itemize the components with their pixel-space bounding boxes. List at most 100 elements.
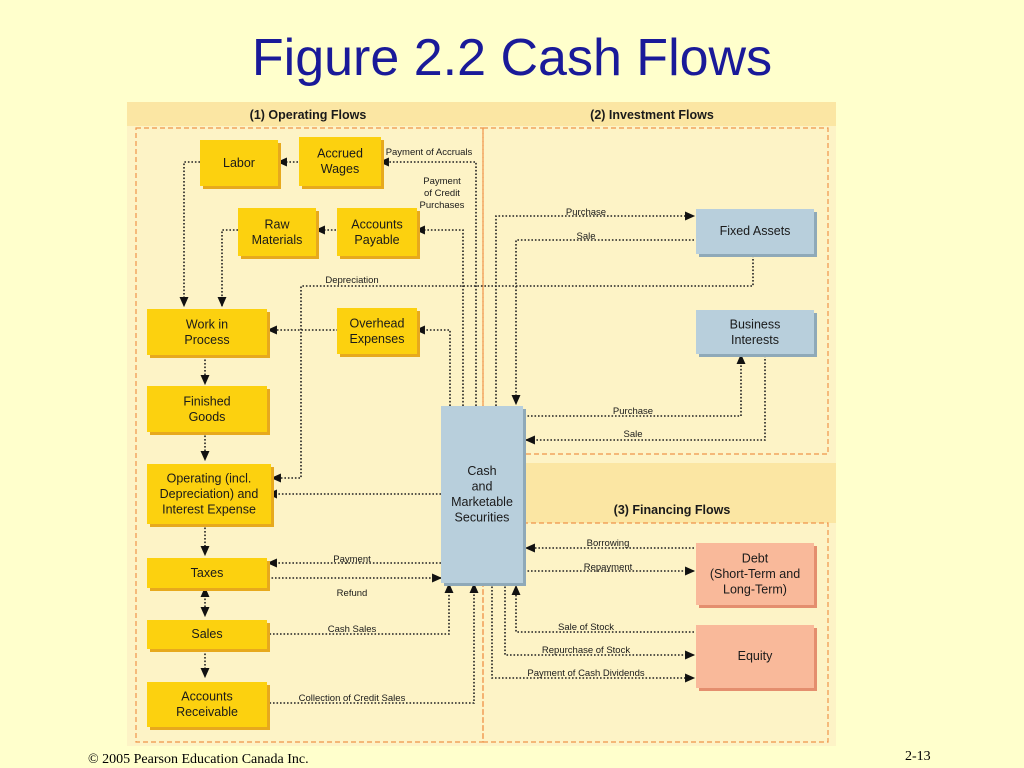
slide-title: Figure 2.2 Cash Flows <box>251 29 773 87</box>
cash-box <box>441 406 523 583</box>
arrow-dividends <box>491 583 696 683</box>
receivable-box-text-line: Accounts <box>181 689 232 703</box>
section-investment-title: (2) Investment Flows <box>590 108 714 122</box>
label-repurchase-line: Repurchase of Stock <box>542 645 630 656</box>
arrow-credit-sales <box>266 582 479 704</box>
section-operating-title: (1) Operating Flows <box>250 108 367 122</box>
label-fa-purchase: Purchase <box>566 207 606 218</box>
label-payment-credit-line: Payment <box>423 176 461 187</box>
fixed-box-text-line: Fixed Assets <box>720 224 791 238</box>
work-in-process-box <box>147 309 267 355</box>
debt-box-text-line: Long-Term) <box>723 583 787 597</box>
raw-materials-box <box>238 208 316 256</box>
equity-box-text: Equity <box>738 649 773 663</box>
wip-box-text: Work in Process <box>184 317 229 347</box>
arrow-business-sale <box>524 352 766 445</box>
operating-box-text-line: Operating (incl. <box>167 472 252 486</box>
arrow-labor-wip <box>179 161 200 308</box>
financing-frame <box>482 522 829 743</box>
accrued-box-text-line: Accrued <box>317 146 363 160</box>
payable-box-text-line: Payable <box>354 233 399 247</box>
label-depreciation-line: Depreciation <box>325 275 378 286</box>
sales-box <box>147 620 267 649</box>
arrow-fixed-purchase <box>495 211 696 406</box>
cash-box-text-line: Marketable <box>451 495 513 509</box>
copyright-footer: © 2005 Pearson Education Canada Inc. <box>88 752 309 767</box>
business-interests-box <box>696 310 814 354</box>
receivable-box-text-line: Receivable <box>176 705 238 719</box>
finished-box-text-line: Finished <box>183 394 230 408</box>
label-sale-stock: Sale of Stock <box>558 622 614 633</box>
arrow-fixed-sale <box>511 239 694 406</box>
arrow-cash-sales <box>266 582 454 635</box>
arrow-payment-credit <box>414 225 464 406</box>
labor-box <box>200 140 278 186</box>
operating-box-text-line: Interest Expense <box>162 503 256 517</box>
section-financing-title: (3) Financing Flows <box>614 503 731 517</box>
label-cash-sales-line: Cash Sales <box>328 624 377 635</box>
overhead-box-text-line: Overhead <box>350 316 405 330</box>
label-repurchase: Repurchase of Stock <box>542 645 630 656</box>
label-credit-sales-line: Collection of Credit Sales <box>299 693 406 704</box>
finished-goods-box <box>147 386 267 432</box>
business-box-text-line: Interests <box>731 333 779 347</box>
arrow-business-purchase <box>524 353 746 417</box>
label-sale-stock-line: Sale of Stock <box>558 622 614 633</box>
labor-box-text-line: Labor <box>223 156 255 170</box>
taxes-box-text: Taxes <box>191 566 224 580</box>
equity-box <box>696 625 814 688</box>
label-repayment: Repayment <box>584 562 633 573</box>
label-dividends-line: Payment of Cash Dividends <box>527 668 644 679</box>
label-fa-sale: Sale <box>576 231 595 242</box>
label-tax-refund: Refund <box>337 588 368 599</box>
payable-box-text-line: Accounts <box>351 217 402 231</box>
wip-box-text-line: Work in <box>186 317 228 331</box>
cash-box-text-line: and <box>472 479 493 493</box>
taxes-box-text-line: Taxes <box>191 566 224 580</box>
label-bi-sale: Sale <box>623 429 642 440</box>
slide-number: 2-13 <box>905 749 931 764</box>
accounts-receivable-box <box>147 682 267 727</box>
label-fa-purchase-line: Purchase <box>566 207 606 218</box>
finished-box-text-line: Goods <box>189 410 226 424</box>
label-borrowing-line: Borrowing <box>587 538 630 549</box>
cash-box-text-line: Securities <box>455 510 510 524</box>
label-credit-sales: Collection of Credit Sales <box>299 693 406 704</box>
sales-box-text: Sales <box>191 627 222 641</box>
fixed-box-text: Fixed Assets <box>720 224 791 238</box>
labor-box-text: Labor <box>223 156 255 170</box>
financing-header-band <box>483 463 836 523</box>
label-cash-sales: Cash Sales <box>328 624 377 635</box>
business-box-text-line: Business <box>730 317 781 331</box>
label-borrowing: Borrowing <box>587 538 630 549</box>
label-payment-credit-line: of Credit <box>424 188 460 199</box>
accrued-box-text-line: Wages <box>321 162 359 176</box>
label-bi-purchase-line: Purchase <box>613 406 653 417</box>
overhead-box-text-line: Expenses <box>350 332 405 346</box>
fixed-assets-box <box>696 209 814 254</box>
accounts-payable-box <box>337 208 417 256</box>
label-payment-accruals: Payment of Accruals <box>386 147 473 158</box>
label-fa-sale-line: Sale <box>576 231 595 242</box>
label-dividends: Payment of Cash Dividends <box>527 668 644 679</box>
wip-box-text-line: Process <box>184 333 229 347</box>
overhead-expenses-box <box>337 308 417 354</box>
debt-box <box>696 543 814 605</box>
operating-expense-box <box>147 464 271 524</box>
label-tax-payment-line: Payment <box>333 554 371 565</box>
label-bi-purchase: Purchase <box>613 406 653 417</box>
arrow-raw-wip <box>217 229 238 308</box>
taxes-box <box>147 558 267 588</box>
label-tax-payment: Payment <box>333 554 371 565</box>
